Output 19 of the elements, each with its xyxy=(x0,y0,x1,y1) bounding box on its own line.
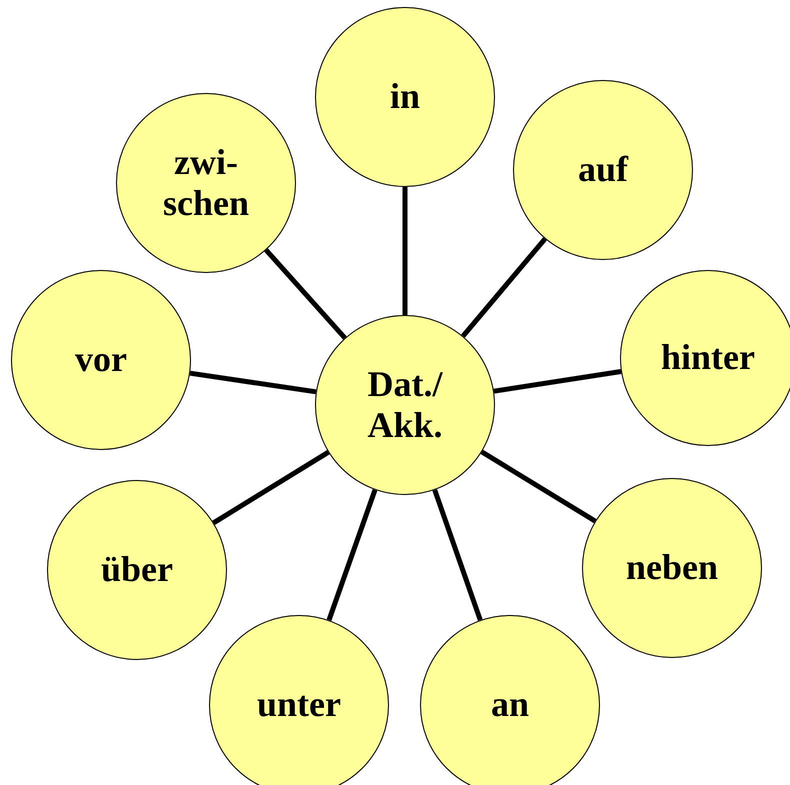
connector-line xyxy=(212,450,330,525)
connector-line xyxy=(494,369,622,394)
node-label: vor xyxy=(74,339,128,381)
node-label: an xyxy=(490,684,530,726)
node-label: unter xyxy=(256,684,342,726)
connector-line xyxy=(480,450,596,524)
connector-line xyxy=(432,489,483,621)
connector-line xyxy=(326,489,378,621)
connector-line xyxy=(190,370,316,394)
connector-line xyxy=(402,187,408,315)
connector-line xyxy=(264,248,347,340)
node-label: neben xyxy=(624,547,720,589)
node-label: Dat./ Akk. xyxy=(366,364,444,446)
connector-line xyxy=(461,237,547,338)
node-label: hinter xyxy=(660,337,756,379)
node-label: auf xyxy=(576,149,630,191)
node-label: in xyxy=(388,76,422,118)
node-label: über xyxy=(100,549,174,591)
node-label: zwi- schen xyxy=(162,142,250,224)
